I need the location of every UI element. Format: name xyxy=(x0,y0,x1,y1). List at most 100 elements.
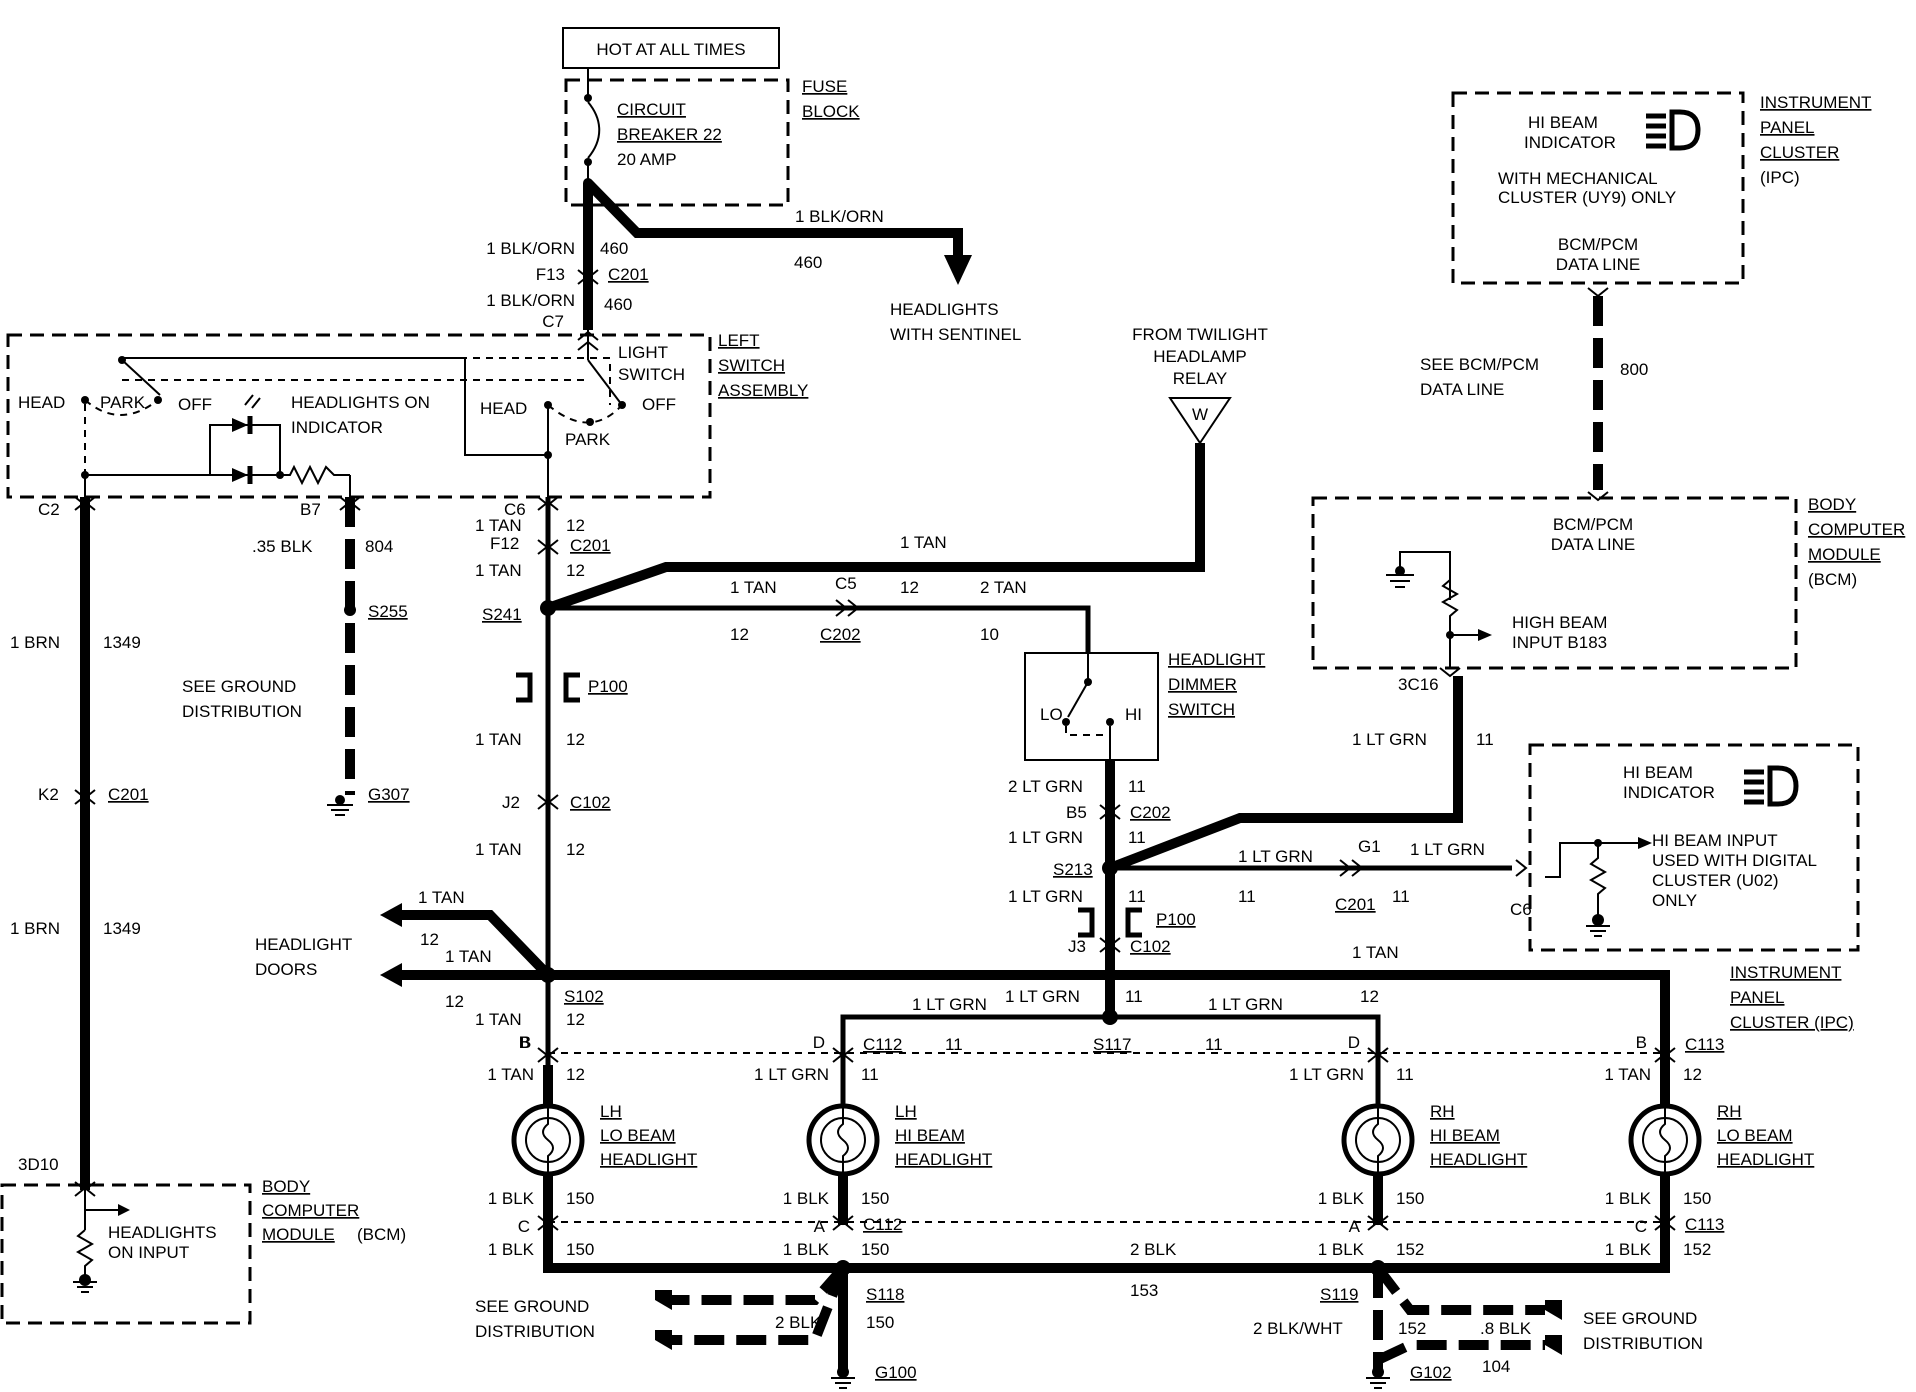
svg-text:1 TAN: 1 TAN xyxy=(475,561,522,580)
lh-lo-beam-ground-circuit-2: 150 xyxy=(566,1240,594,1259)
lh-hi-beam-conn: C112 xyxy=(863,1035,902,1054)
ground-g100-icon xyxy=(837,1366,849,1378)
svg-text:C2: C2 xyxy=(38,500,60,519)
svg-text:OFF: OFF xyxy=(642,395,676,414)
svg-text:1 LT GRN: 1 LT GRN xyxy=(1352,730,1427,749)
light-switch-assembly-box xyxy=(6,333,712,499)
svg-text:CLUSTER (IPC): CLUSTER (IPC) xyxy=(1730,1013,1854,1032)
circuit-breaker-label: CIRCUIT xyxy=(617,100,686,119)
left-switch-assembly-label: LEFT xyxy=(718,331,760,350)
svg-text:F13: F13 xyxy=(536,265,565,284)
svg-text:12: 12 xyxy=(730,625,749,644)
svg-text:1 TAN: 1 TAN xyxy=(730,578,777,597)
svg-text:1 LT GRN: 1 LT GRN xyxy=(1005,987,1080,1006)
rh-hi-beam-pin: D xyxy=(1348,1033,1360,1052)
ipc-bottom-label: INSTRUMENT xyxy=(1730,963,1841,982)
svg-text:S213: S213 xyxy=(1053,860,1093,879)
connector-p100-left xyxy=(516,672,580,703)
headlight-doors-label: HEADLIGHT xyxy=(255,935,352,954)
svg-text:PARK: PARK xyxy=(100,393,146,412)
ipc-top-label: INSTRUMENT xyxy=(1760,93,1871,112)
svg-text:S119: S119 xyxy=(1320,1285,1358,1304)
wire-doors-1 xyxy=(400,910,552,979)
svg-text:COMPUTER: COMPUTER xyxy=(1808,520,1905,539)
lh-hi-beam-ground-wire-color: 1 BLK xyxy=(783,1189,830,1208)
svg-text:1 BLK/ORN: 1 BLK/ORN xyxy=(486,239,575,258)
wire-lo-beam-bus xyxy=(548,970,1670,1065)
rh-lo-beam-ground-circuit: 150 xyxy=(1683,1189,1711,1208)
bcm-left-box xyxy=(0,1183,252,1325)
svg-text:PANEL: PANEL xyxy=(1730,988,1785,1007)
ipc-right-box xyxy=(1528,743,1860,952)
lh-lo-beam-name-1: LH xyxy=(600,1102,622,1121)
svg-text:1349: 1349 xyxy=(103,919,141,938)
svg-text:P100: P100 xyxy=(588,677,628,696)
svg-text:.35 BLK: .35 BLK xyxy=(252,537,313,556)
wire-hi-beam-bus xyxy=(840,1014,1381,1065)
ground-icon-ipc-right xyxy=(1592,914,1604,926)
lh-lo-beam-name-2: LO BEAM xyxy=(600,1126,676,1145)
svg-text:11: 11 xyxy=(1476,730,1494,749)
svg-text:B7: B7 xyxy=(300,500,321,519)
see-data-line-label: SEE BCM/PCM xyxy=(1420,355,1539,374)
svg-text:2 BLK: 2 BLK xyxy=(1130,1240,1177,1259)
svg-text:11: 11 xyxy=(1238,887,1256,906)
svg-text:SEE GROUND: SEE GROUND xyxy=(182,677,296,696)
headlights-sentinel-label: HEADLIGHTS xyxy=(890,300,999,319)
svg-text:HEAD: HEAD xyxy=(18,393,65,412)
svg-text:ONLY: ONLY xyxy=(1652,891,1697,910)
svg-text:2 BLK: 2 BLK xyxy=(775,1313,822,1332)
svg-text:HEAD: HEAD xyxy=(480,399,527,418)
lh-lo-beam-wire-color: 1 TAN xyxy=(487,1065,534,1084)
ground-icon-bcm xyxy=(79,1274,91,1286)
ipc-top-box xyxy=(1451,91,1745,285)
breaker-terminal xyxy=(584,94,592,102)
svg-text:G102: G102 xyxy=(1410,1363,1452,1382)
bcm-right-box xyxy=(1311,496,1798,670)
svg-text:HI BEAM: HI BEAM xyxy=(1528,113,1598,132)
svg-text:11: 11 xyxy=(945,1035,963,1054)
svg-text:J2: J2 xyxy=(502,793,520,812)
connector-c201-f12: C201 xyxy=(570,536,611,555)
lh-hi-beam-circuit: 11 xyxy=(861,1065,879,1084)
lh-hi-beam-ground-circuit-2: 150 xyxy=(861,1240,889,1259)
svg-text:DATA LINE: DATA LINE xyxy=(1420,380,1504,399)
svg-text:11: 11 xyxy=(1128,828,1146,847)
svg-text:MODULE: MODULE xyxy=(1808,545,1881,564)
see-ground-right: SEE GROUND xyxy=(1583,1309,1697,1328)
svg-text:SWITCH: SWITCH xyxy=(718,356,785,375)
ground-icon-bcm-right xyxy=(1395,566,1405,576)
svg-text:B: B xyxy=(520,1033,531,1052)
svg-text:150: 150 xyxy=(866,1313,894,1332)
connector-c201-top: C201 xyxy=(608,265,649,284)
hot-at-all-times-label: HOT AT ALL TIMES xyxy=(596,40,745,59)
svg-text:2 LT GRN: 2 LT GRN xyxy=(1008,777,1083,796)
lh-hi-beam-ground-wire-color-2: 1 BLK xyxy=(783,1240,830,1259)
svg-text:1 LT GRN: 1 LT GRN xyxy=(1008,828,1083,847)
svg-text:HI: HI xyxy=(1125,705,1142,724)
svg-text:12: 12 xyxy=(1360,987,1379,1006)
svg-text:1 BRN: 1 BRN xyxy=(10,633,60,652)
svg-text:800: 800 xyxy=(1620,360,1648,379)
connector-c102-j3: C102 xyxy=(1130,937,1171,956)
svg-text:DATA LINE: DATA LINE xyxy=(1556,255,1640,274)
svg-text:12: 12 xyxy=(566,561,585,580)
svg-text:104: 104 xyxy=(1482,1357,1510,1376)
lh-hi-beam-filament-icon xyxy=(837,1106,849,1174)
svg-text:1 TAN: 1 TAN xyxy=(1352,943,1399,962)
svg-text:ASSEMBLY: ASSEMBLY xyxy=(718,381,808,400)
svg-text:BREAKER 22: BREAKER 22 xyxy=(617,125,722,144)
connector-c201-g1: C201 xyxy=(1335,895,1376,914)
svg-text:BCM/PCM: BCM/PCM xyxy=(1553,515,1633,534)
lh-hi-beam-ground-circuit: 150 xyxy=(861,1189,889,1208)
svg-text:DIMMER: DIMMER xyxy=(1168,675,1237,694)
svg-text:MODULE: MODULE xyxy=(262,1225,335,1244)
ground-g307: G307 xyxy=(368,785,410,804)
svg-text:12: 12 xyxy=(566,1010,585,1029)
svg-text:K2: K2 xyxy=(38,785,59,804)
svg-text:1 TAN: 1 TAN xyxy=(475,840,522,859)
rh-lo-beam-ground-wire-color-2: 1 BLK xyxy=(1605,1240,1652,1259)
bcm-left-label: BODY xyxy=(262,1177,310,1196)
rh-lo-beam-pin: B xyxy=(1636,1033,1647,1052)
circuit-breaker-symbol xyxy=(587,101,601,159)
